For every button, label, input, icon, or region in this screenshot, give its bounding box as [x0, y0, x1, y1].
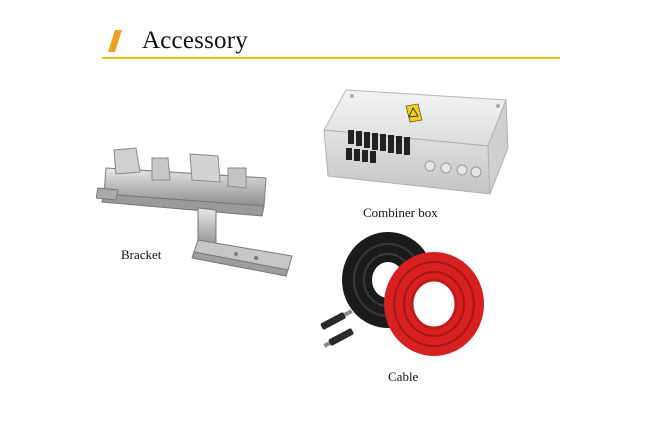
bracket-image [96, 147, 293, 277]
title-slash-icon [108, 30, 122, 52]
bracket-caption: Bracket [121, 247, 162, 262]
cable-image [320, 232, 484, 356]
title-underline [102, 57, 560, 59]
cable-caption: Cable [388, 369, 419, 384]
slide-title: Accessory [142, 27, 248, 54]
combiner-box-caption: Combiner box [363, 205, 438, 220]
combiner-box-image [323, 89, 509, 195]
